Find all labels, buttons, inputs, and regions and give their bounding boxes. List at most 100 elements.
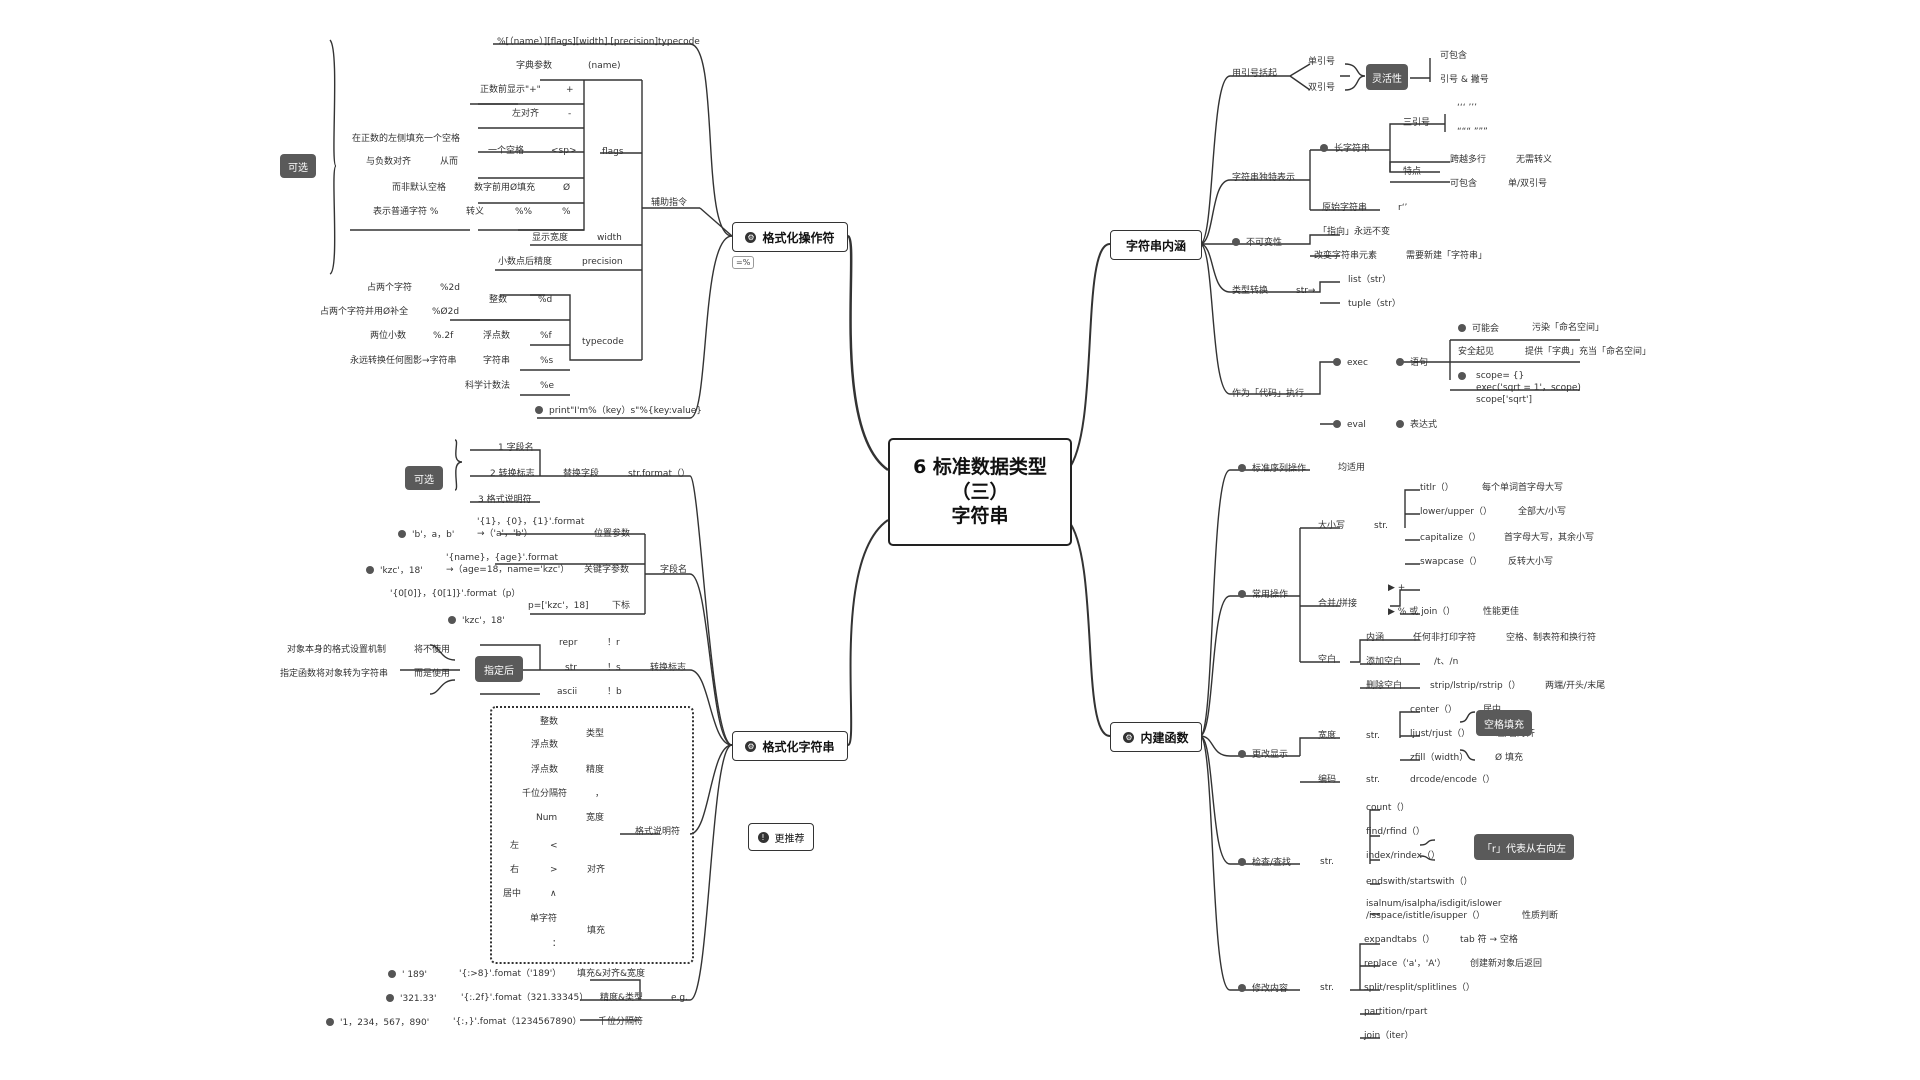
float-node[interactable]: 浮点数	[483, 331, 511, 341]
split-node[interactable]: split/resplit/splitlines（）	[1364, 983, 1475, 993]
unique-node[interactable]: 字符串独特表示	[1232, 173, 1296, 183]
branch-connotation[interactable]: 字符串内涵	[1110, 230, 1202, 260]
repr-flag[interactable]: ！r	[607, 638, 620, 648]
scope-block[interactable]	[1458, 372, 1472, 382]
r3-node[interactable]: 3 格式说明符	[478, 495, 532, 505]
repl-node[interactable]: replace（'a'，'A'）	[1364, 959, 1446, 969]
strip-desc[interactable]: 两端/开头/末尾	[1545, 681, 1606, 691]
seq-node[interactable]: 标准序列操作	[1238, 464, 1306, 474]
comma-node[interactable]: ，	[595, 789, 605, 799]
precision-node-2[interactable]: 精度	[586, 765, 605, 775]
pos-code-1[interactable]: '{1}，{0}，{1}'.format	[477, 517, 585, 527]
enc-node[interactable]: 编码	[1318, 775, 1337, 785]
obj-mech-node[interactable]: 对象本身的格式设置机制	[287, 645, 387, 655]
d-node[interactable]: %d	[538, 295, 553, 305]
exec-node[interactable]: exec	[1333, 358, 1368, 368]
str-prefix-2[interactable]: str.	[1366, 731, 1380, 741]
space-desc-2[interactable]: 与负数对齐	[366, 157, 412, 167]
tq2-node[interactable]: “““ ”””	[1457, 127, 1488, 137]
center-node[interactable]: center（）	[1410, 705, 1457, 715]
immut-node[interactable]: 不可变性	[1232, 238, 1282, 248]
func-conv-node[interactable]: 指定函数将对象转为字符串	[280, 669, 389, 679]
str-prefix-4[interactable]: str.	[1320, 857, 1334, 867]
all-node[interactable]: 均适用	[1338, 463, 1366, 473]
titlr-desc[interactable]: 每个单词首字母大写	[1482, 483, 1564, 493]
root-topic[interactable]: 6 标准数据类型 （三） 字符串	[888, 438, 1072, 546]
kw-node[interactable]: 关键字参数	[584, 565, 630, 575]
zero-flag[interactable]: Ø	[563, 183, 571, 193]
swap-desc[interactable]: 反转大小写	[1508, 557, 1554, 567]
mid-node[interactable]: 居中	[503, 889, 522, 899]
pollute-node[interactable]: 污染「命名空间」	[1532, 323, 1605, 333]
string-node[interactable]: 字符串	[483, 356, 511, 366]
quotes-node[interactable]: 用引号括起	[1232, 69, 1278, 79]
width-node-2[interactable]: 宽度	[586, 813, 605, 823]
zero-desc-2[interactable]: 数字前用Ø填充	[474, 183, 536, 193]
isal-line-1[interactable]: isalnum/isalpha/isdigit/islower	[1366, 899, 1502, 909]
check-node[interactable]: 检查/查找	[1238, 858, 1291, 868]
e1-res[interactable]: ' 189'	[388, 970, 427, 980]
syntax-node[interactable]: %[（name）][flags][width].[precision]typec…	[497, 37, 700, 47]
as-code-node[interactable]: 作为「代码」执行	[1232, 389, 1305, 399]
right-node[interactable]: 右	[510, 865, 520, 875]
common-node[interactable]: 常用操作	[1238, 590, 1288, 600]
strip-node[interactable]: strip/lstrip/rstrip（）	[1430, 681, 1521, 691]
can-contain-2[interactable]: 可包含	[1450, 179, 1478, 189]
isal-line-2[interactable]: /isspace/istitle/isupper（）	[1366, 911, 1486, 921]
cong-node[interactable]: 从而	[440, 157, 459, 167]
r-node[interactable]: r‘’	[1398, 203, 1408, 213]
expand-desc[interactable]: tab 符 → 空格	[1460, 935, 1518, 945]
scope-line-3[interactable]: scope['sqrt']	[1476, 395, 1532, 405]
pos-code-2[interactable]: →（'a'，'b'）	[477, 529, 533, 539]
ascii-flag[interactable]: ！b	[607, 687, 622, 697]
ends-node[interactable]: endswith/startswith（）	[1366, 877, 1473, 887]
long-node[interactable]: 长字符串	[1320, 144, 1370, 154]
ptr-node[interactable]: 「指向」永远不变	[1318, 227, 1391, 237]
scope-line-2[interactable]: exec('sqrt = 1'，scope)	[1476, 383, 1581, 393]
two-char-node[interactable]: 占两个字符	[367, 283, 413, 293]
zf-desc[interactable]: Ø 填充	[1495, 753, 1523, 763]
pos-node[interactable]: 位置参数	[594, 529, 631, 539]
optional-tag-2[interactable]: 可选	[405, 466, 443, 490]
precision-node[interactable]: precision	[582, 257, 623, 267]
type-int[interactable]: 整数	[540, 717, 559, 727]
e3-res[interactable]: '1，234，567，890'	[326, 1018, 429, 1028]
eg-node[interactable]: e.g.	[671, 993, 688, 1003]
nature-node[interactable]: 性质判断	[1522, 911, 1559, 921]
minus-flag[interactable]: -	[568, 109, 572, 119]
cap-node[interactable]: capitalize（）	[1420, 533, 1481, 543]
flex-tag[interactable]: 灵活性	[1366, 64, 1408, 90]
no-escape-node[interactable]: 无需转义	[1516, 155, 1553, 165]
pct-flag[interactable]: %	[562, 207, 571, 217]
pj-op[interactable]: ▶ % 或 join（）	[1388, 608, 1455, 617]
str-node[interactable]: str	[565, 663, 577, 673]
find-node[interactable]: find/rfind（）	[1366, 827, 1425, 837]
replace-node[interactable]: 替换字段	[563, 469, 600, 479]
name-node[interactable]: (name)	[588, 61, 621, 71]
may-node[interactable]: 可能会	[1458, 324, 1499, 334]
e1-code[interactable]: '{:>8}'.fomat（'189'）	[459, 969, 562, 979]
left-desc[interactable]: 左对齐	[512, 109, 540, 119]
f-node[interactable]: %f	[540, 331, 552, 341]
expr-node[interactable]: 表达式	[1396, 420, 1437, 430]
after-tag[interactable]: 指定后	[475, 656, 523, 682]
but-use-node[interactable]: 而是使用	[414, 669, 451, 679]
precision-float[interactable]: 浮点数	[531, 765, 559, 775]
str-flag[interactable]: ！s	[607, 663, 621, 673]
swap-node[interactable]: swapcase（）	[1420, 557, 1482, 567]
str-prefix-3[interactable]: str.	[1366, 775, 1380, 785]
call-node[interactable]: str.format（）	[628, 469, 690, 479]
any-conv-node[interactable]: 永远转换任何图影→字符串	[350, 356, 457, 366]
dict-param-node[interactable]: 字典参数	[516, 61, 553, 71]
branch-format-string[interactable]: ⚙格式化字符串	[732, 731, 848, 761]
kw-code-1[interactable]: '{name}，{age}'.format	[446, 553, 559, 563]
titlr-node[interactable]: titlr（）	[1420, 483, 1454, 493]
modify-node[interactable]: 修改内容	[1238, 984, 1288, 994]
stmt-node[interactable]: 语句	[1396, 358, 1428, 368]
pos-res[interactable]: 'b'，a，b'	[398, 530, 454, 540]
repr-node[interactable]: repr	[559, 638, 578, 648]
concat-node[interactable]: 合并/拼接	[1318, 599, 1358, 609]
thousands-node[interactable]: 千位分隔符	[522, 789, 568, 799]
type-float[interactable]: 浮点数	[531, 740, 559, 750]
optional-tag[interactable]: 可选	[280, 154, 316, 178]
